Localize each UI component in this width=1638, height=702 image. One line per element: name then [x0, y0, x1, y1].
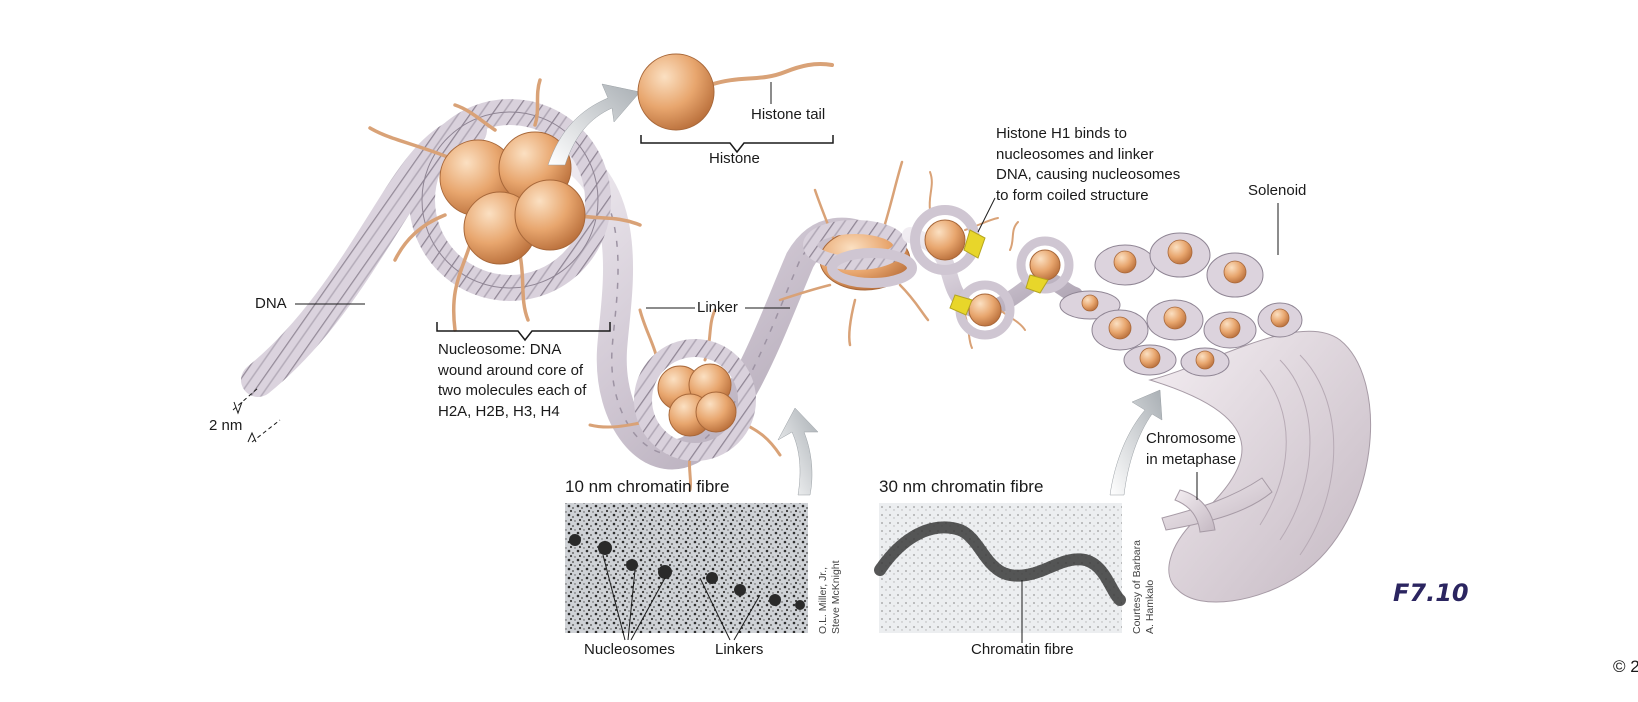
chromosome	[1161, 477, 1273, 533]
arrow-up-10nm	[777, 407, 819, 496]
credit-30nm: Courtesy of Barbara A. Hamkalo	[1131, 540, 1156, 634]
title-10nm-fibre: 10 nm chromatin fibre	[565, 477, 730, 496]
label-nucleosomes: Nucleosomes	[584, 641, 675, 658]
nucleosome-small	[588, 308, 782, 492]
label-chromosome-metaphase: Chromosome in metaphase	[1146, 430, 1237, 468]
label-dna-width: 2 nm	[209, 417, 243, 434]
credit-10nm: O.L. Miller, Jr., Steve McKnight	[817, 560, 842, 634]
label-histone-h1-description: Histone H1 binds to nucleosomes and link…	[996, 125, 1181, 204]
copyright-notice: © 2	[1613, 657, 1638, 676]
label-nucleosome-description: Nucleosome: DNA wound around core of two…	[438, 341, 587, 420]
label-histone: Histone	[709, 150, 760, 167]
histone-h1-3	[1025, 274, 1049, 294]
arrow-up-30nm	[1109, 389, 1163, 496]
label-linker: Linker	[697, 299, 738, 316]
solenoid	[1059, 232, 1372, 603]
histone-bracket	[640, 135, 834, 154]
micrograph-30nm	[874, 503, 1126, 643]
nucleosome-large	[368, 78, 642, 332]
nucleosome-side	[778, 160, 930, 347]
dna-width-marker	[232, 387, 281, 443]
title-30nm-fibre: 30 nm chromatin fibre	[879, 477, 1044, 496]
label-chromatin-fibre: Chromatin fibre	[971, 641, 1074, 658]
h1-pointer	[977, 197, 996, 233]
label-dna: DNA	[255, 295, 287, 312]
label-linkers: Linkers	[715, 641, 764, 658]
histone-ball	[637, 53, 834, 131]
histone-h1-1	[963, 229, 986, 259]
figure-id: F7.10	[1393, 579, 1469, 607]
micrograph-10nm	[565, 503, 808, 641]
coiling-nucleosomes	[902, 171, 1083, 349]
label-histone-tail: Histone tail	[751, 106, 826, 123]
histone-h1-2	[949, 294, 973, 316]
nucleosome-bracket	[436, 322, 611, 342]
label-solenoid: Solenoid	[1248, 182, 1307, 199]
